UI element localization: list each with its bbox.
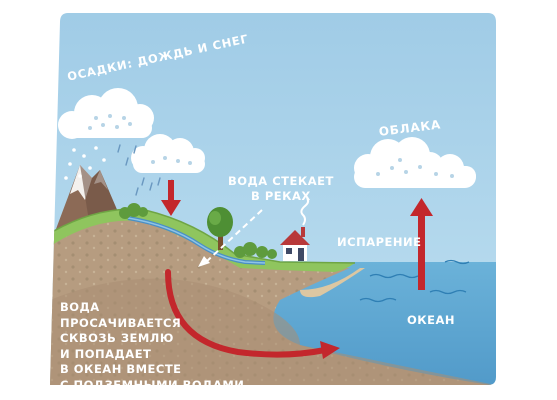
tree-icon [207, 207, 233, 250]
infiltration-label: Вода просачивается сквозь землю и попада… [60, 300, 245, 392]
wave-lines [359, 259, 470, 303]
runoff-label: Вода стекает в реках [228, 174, 334, 203]
house-icon [280, 197, 310, 261]
bushes [119, 203, 277, 259]
grass [52, 209, 355, 272]
ocean-label: Океан [407, 313, 456, 327]
pointer-line [205, 209, 263, 263]
cloud-icon [131, 134, 205, 173]
cloud-icon [58, 88, 154, 139]
cloud-icon [354, 137, 476, 188]
evaporation-label: Испарение [337, 235, 422, 249]
rain-icon [117, 144, 173, 196]
arrow-icon [410, 198, 433, 290]
arrow-icon [165, 269, 340, 359]
snow [64, 146, 106, 180]
arrow-icon [161, 180, 181, 216]
